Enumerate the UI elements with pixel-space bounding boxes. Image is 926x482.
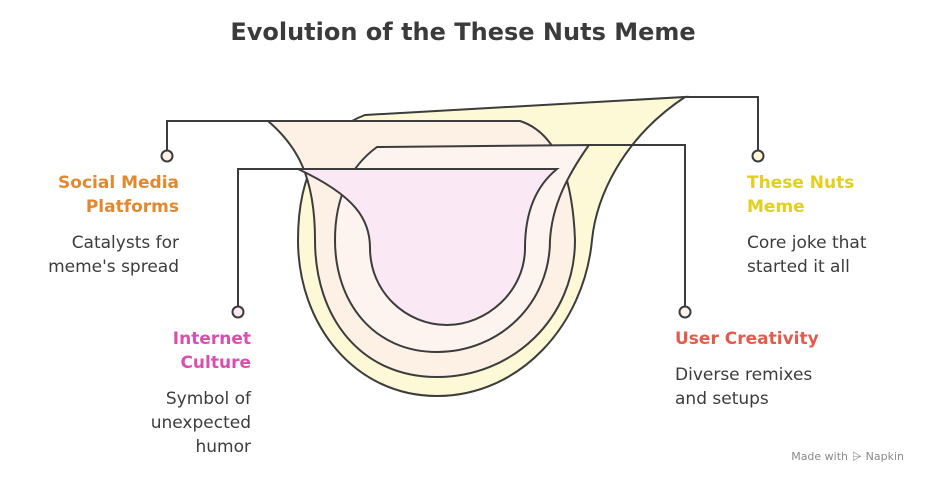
desc-user-creativity: Diverse remixes and setups [675,365,813,409]
label-social-media: Social Media Platforms [58,173,179,217]
connector-social-media [166,120,270,156]
dot-these-nuts [751,149,765,163]
dot-social-media [160,149,174,163]
napkin-credit: Made with ⩥ Napkin [791,449,904,464]
napkin-logo-icon: ⩥ [852,449,862,463]
connector-internet-culture [237,168,300,312]
label-user-creativity: User Creativity [675,329,819,349]
dot-user-creativity [678,305,692,319]
page-title: Evolution of the These Nuts Meme [230,18,696,46]
connector-user-creativity [587,144,686,312]
label-internet-culture: Internet Culture [172,329,251,373]
layer-internet-culture [297,168,560,327]
connector-these-nuts [683,96,759,156]
made-with-text: Made with [791,450,849,463]
desc-these-nuts: Core joke that started it all [747,233,867,277]
dot-internet-culture [231,305,245,319]
napkin-brand: Napkin [865,450,904,463]
label-these-nuts: These Nuts Meme [747,173,855,217]
desc-social-media: Catalysts for meme's spread [48,233,179,277]
desc-internet-culture: Symbol of unexpected humor [150,389,251,457]
